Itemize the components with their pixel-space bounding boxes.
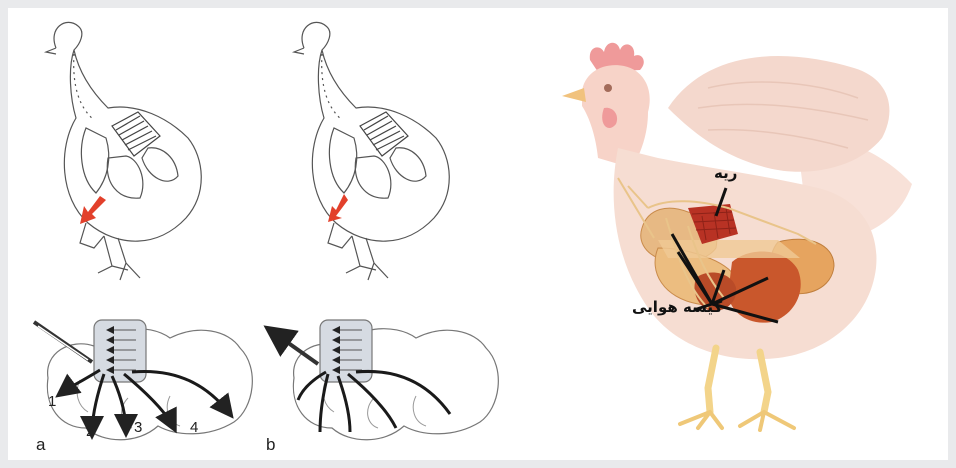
figure-frame: a b 1 2 3 4 ریه کیسه هوایی — [8, 8, 948, 460]
sac-label-4: 4 — [190, 420, 198, 435]
hen-illustration — [562, 43, 912, 430]
lung-outline-inhale — [360, 112, 408, 156]
sac-label-1: 1 — [48, 394, 56, 409]
panel-label-b: b — [266, 436, 275, 453]
bird-outline-inhale — [294, 22, 449, 280]
sac-label-2: 2 — [86, 424, 94, 439]
airflow-lines-b — [298, 371, 450, 432]
bird-outline-exhale — [46, 22, 201, 280]
diagram-canvas — [8, 8, 948, 460]
airflow-schematic-b — [270, 320, 498, 440]
sac-label-3: 3 — [134, 420, 142, 435]
eye — [604, 84, 612, 92]
panel-label-a: a — [36, 436, 45, 453]
exhale-arrow — [80, 196, 106, 224]
airflow-schematic-a — [34, 320, 252, 440]
beak — [562, 88, 586, 102]
inhale-arrow — [328, 194, 348, 222]
feet — [680, 412, 794, 430]
air-sac-label: کیسه هوایی — [632, 298, 722, 316]
wing — [668, 56, 889, 172]
lung-outline-exhale — [112, 112, 160, 156]
lung-label: ریه — [714, 164, 737, 182]
